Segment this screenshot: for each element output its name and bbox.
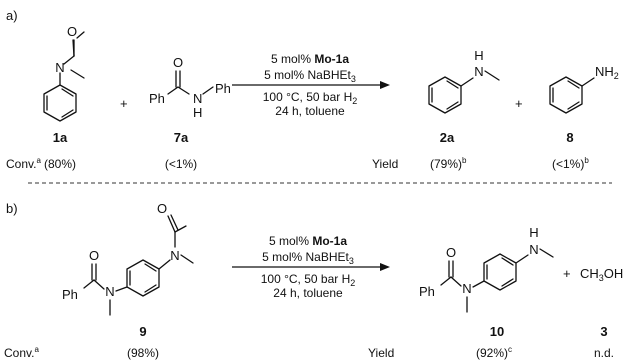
atom-n: N — [105, 284, 114, 299]
conversion-1a: (80%) — [44, 157, 76, 171]
panel-a-label: a) — [6, 8, 18, 23]
conditions-a: 5 mol% Mo-1a 5 mol% NaBHEt3 100 °C, 50 b… — [232, 52, 390, 118]
yield-10: (92%)c — [476, 345, 512, 360]
atom-n: N — [474, 64, 483, 79]
structure-9: N O N O Ph — [62, 201, 194, 316]
plus-sign: + — [515, 96, 523, 111]
plus-sign: + — [120, 96, 128, 111]
atom-o: O — [89, 248, 99, 263]
condition-line-1: 5 mol% Mo-1a — [269, 234, 347, 248]
yield-label: Yield — [372, 157, 398, 171]
compound-id-3: 3 — [600, 324, 607, 339]
conditions-b: 5 mol% Mo-1a 5 mol% NaBHEt3 100 °C, 50 b… — [232, 234, 390, 300]
compound-id-9: 9 — [139, 324, 146, 339]
structure-2a: N H — [428, 48, 500, 114]
atom-ph: Ph — [215, 81, 231, 96]
atom-o: O — [446, 245, 456, 260]
atom-n: N — [55, 60, 64, 75]
conversion-label: Conv.a — [6, 156, 41, 171]
structure-1a: N O — [43, 24, 85, 122]
arrowhead — [380, 81, 390, 89]
structure-8: NH2 — [549, 64, 619, 114]
condition-line-2: 5 mol% NaBHEt3 — [264, 68, 356, 84]
atom-n: N — [462, 281, 471, 296]
condition-line-4: 24 h, toluene — [273, 286, 343, 300]
atom-o: O — [67, 24, 77, 39]
condition-line-3: 100 °C, 50 bar H2 — [263, 90, 358, 106]
atom-nh2: NH2 — [595, 64, 619, 81]
atom-h: H — [529, 225, 538, 240]
atom-n: N — [529, 242, 538, 257]
benzene-ring-1a — [43, 84, 77, 122]
condition-line-3: 100 °C, 50 bar H2 — [261, 272, 356, 288]
arrowhead — [380, 263, 390, 271]
condition-line-2: 5 mol% NaBHEt3 — [262, 250, 354, 266]
condition-line-1: 5 mol% Mo-1a — [271, 52, 349, 66]
compound-id-2a: 2a — [440, 130, 455, 145]
atom-o: O — [173, 55, 183, 70]
atom-ph: Ph — [149, 91, 165, 106]
atom-h: H — [193, 105, 202, 120]
structure-7a: Ph O N H Ph — [149, 55, 231, 120]
compound-id-7a: 7a — [174, 130, 189, 145]
benzene-ring-2a — [428, 76, 462, 114]
compound-id-8: 8 — [566, 130, 573, 145]
benzene-ring-8 — [549, 76, 583, 114]
conversion-9: (98%) — [127, 346, 159, 360]
benzene-ring-9 — [126, 259, 160, 297]
panel-b-label: b) — [6, 201, 18, 216]
plus-sign: + — [563, 266, 571, 281]
atom-n: N — [193, 91, 202, 106]
compound-id-10: 10 — [490, 324, 504, 339]
atom-ph: Ph — [419, 284, 435, 299]
benzene-ring-10 — [483, 253, 517, 291]
compound-id-1a: 1a — [53, 130, 68, 145]
atom-ph: Ph — [62, 287, 78, 302]
yield-3: n.d. — [594, 346, 614, 360]
conversion-7a: (<1%) — [165, 157, 197, 171]
methanol-formula: CH3OH — [580, 266, 623, 283]
structure-10: N H N O Ph — [419, 225, 554, 313]
atom-n: N — [170, 248, 179, 263]
yield-label: Yield — [368, 346, 394, 360]
condition-line-4: 24 h, toluene — [275, 104, 345, 118]
atom-o: O — [157, 201, 167, 216]
conversion-label: Conv.a — [4, 345, 39, 360]
yield-8: (<1%)b — [552, 156, 589, 171]
atom-h: H — [474, 48, 483, 63]
yield-2a: (79%)b — [430, 156, 467, 171]
